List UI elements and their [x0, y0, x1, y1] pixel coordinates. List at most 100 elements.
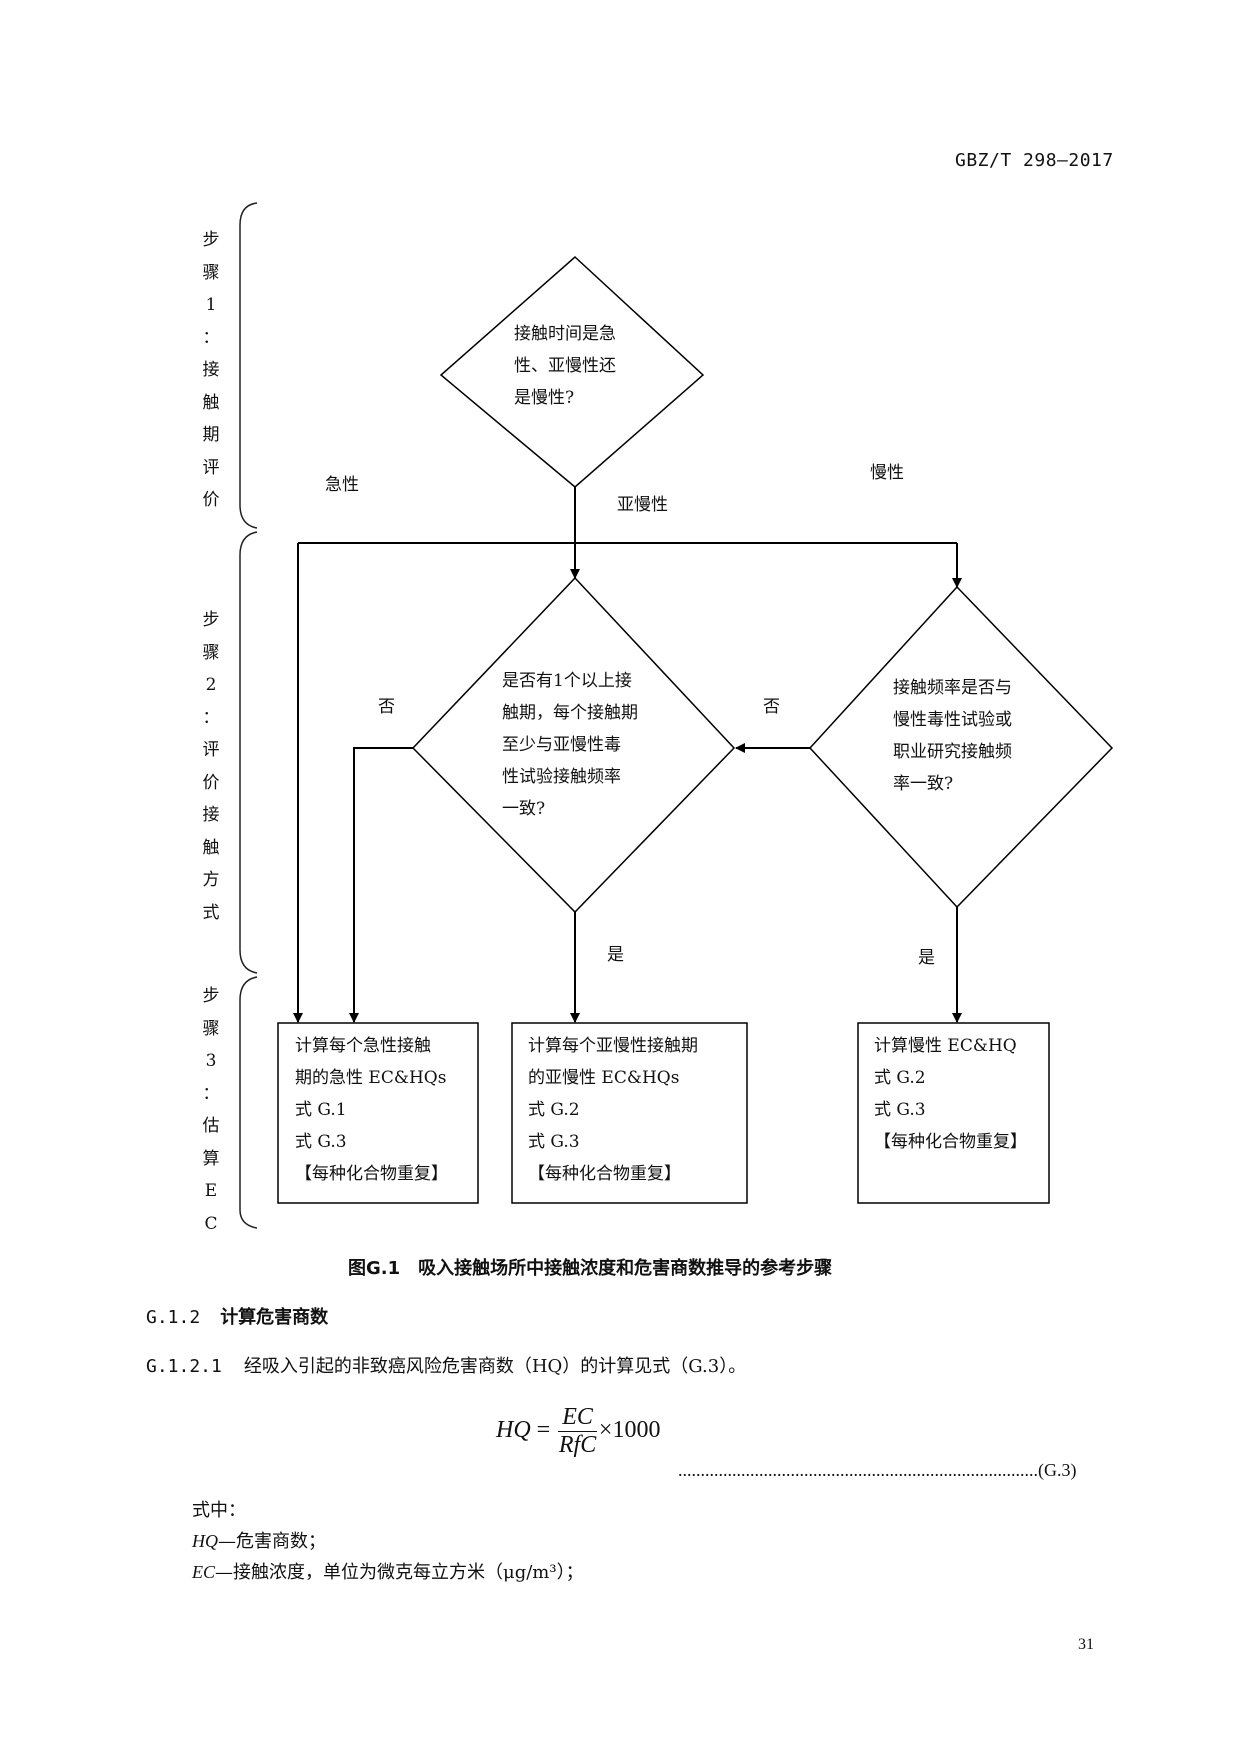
decision-line: 一致?	[502, 799, 546, 819]
step-char: 方	[202, 870, 220, 890]
step-2-label: 步 骤 2 ： 评 价 接 触 方 式	[196, 604, 226, 929]
box-line: 【每种化合物重复】	[295, 1164, 448, 1184]
step-char: 骤	[202, 642, 220, 663]
decision-line: 至少与亚慢性毒	[502, 735, 621, 755]
step-char: 评	[202, 457, 220, 478]
page-number: 31	[1078, 1636, 1094, 1653]
box-subchronic	[511, 1022, 748, 1204]
formula-label-line: ........................................…	[678, 1460, 1077, 1481]
decision-line: 职业研究接触频	[893, 742, 1012, 762]
step-char: ：	[202, 707, 220, 728]
formula-numerator: EC	[558, 1404, 597, 1432]
label-subchronic: 亚慢性	[617, 495, 668, 515]
step-char: 接	[202, 360, 220, 380]
where-symbol: EC	[192, 1562, 216, 1582]
formula-denominator: RfC	[558, 1432, 597, 1458]
decision-line: 率一致?	[893, 774, 954, 794]
brace-step1	[239, 202, 258, 529]
figure-caption: 图G.1 吸入接触场所中接触浓度和危害商数推导的参考步骤	[348, 1258, 833, 1279]
step-char: 1	[205, 295, 217, 315]
box-line: 【每种化合物重复】	[528, 1164, 681, 1184]
box-line: 计算慢性 EC&HQ	[874, 1036, 1017, 1056]
step-char: 触	[202, 392, 220, 413]
step-char: 价	[202, 490, 220, 510]
label-yes-right: 是	[918, 948, 935, 968]
step-char: 接	[202, 805, 220, 825]
section-heading: G.1.2 计算危害商数	[146, 1303, 328, 1329]
brace-step3	[239, 976, 258, 1229]
section-title: 计算危害商数	[220, 1307, 329, 1328]
paragraph: G.1.2.1 经吸入引起的非致癌风险危害商数（HQ）的计算见式（G.3）。	[146, 1352, 746, 1378]
decision-line: 触期，每个接触期	[502, 703, 638, 723]
label-chronic: 慢性	[870, 463, 904, 483]
step-3-label: 步 骤 3 ： 估 算 E C	[196, 980, 226, 1240]
label-no-left: 否	[378, 697, 395, 717]
decision-line: 接触频率是否与	[893, 678, 1012, 698]
step-char: E	[204, 1181, 218, 1201]
box-line: 式 G.3	[874, 1100, 926, 1120]
step-char: 步	[202, 986, 220, 1006]
paragraph-text: 经吸入引起的非致癌风险危害商数（HQ）的计算见式（G.3）。	[243, 1356, 747, 1377]
step-char: C	[204, 1213, 218, 1234]
decision-line: 是否有1个以上接	[502, 671, 632, 691]
formula-fraction: EC RfC	[558, 1404, 597, 1459]
box-line: 式 G.3	[295, 1132, 347, 1152]
box-acute-text: 计算每个急性接触 期的急性 EC&HQs 式 G.1 式 G.3 【每种化合物重…	[295, 1030, 448, 1190]
box-line: 计算每个急性接触	[295, 1036, 431, 1056]
box-line: 式 G.2	[874, 1068, 926, 1088]
where-item: EC—接触浓度，单位为微克每立方米（μg/m³）；	[192, 1557, 584, 1588]
box-chronic-text: 计算慢性 EC&HQ 式 G.2 式 G.3 【每种化合物重复】	[874, 1030, 1027, 1158]
box-line: 的亚慢性 EC&HQs	[528, 1068, 680, 1088]
decision-1-text: 接触时间是急 性、亚慢性还 是慢性?	[514, 318, 616, 414]
box-line: 式 G.2	[528, 1100, 580, 1120]
formula-times: ×	[598, 1417, 613, 1444]
label-acute: 急性	[325, 475, 359, 495]
paragraph-number: G.1.2.1	[146, 1356, 222, 1377]
brace-step2	[239, 531, 258, 974]
where-symbol: HQ	[192, 1531, 218, 1551]
box-subchronic-text: 计算每个亚慢性接触期 的亚慢性 EC&HQs 式 G.2 式 G.3 【每种化合…	[528, 1030, 698, 1190]
where-item: HQ—危害商数；	[192, 1526, 584, 1557]
formula-label: (G.3)	[1038, 1460, 1077, 1480]
box-line: 期的急性 EC&HQs	[295, 1068, 447, 1088]
step-char: 步	[202, 610, 220, 630]
box-chronic	[857, 1022, 1050, 1204]
formula-leader-dots: ........................................…	[678, 1460, 1038, 1480]
box-line: 计算每个亚慢性接触期	[528, 1036, 698, 1056]
step-char: 价	[202, 772, 220, 793]
box-acute	[277, 1022, 479, 1204]
standard-code: GBZ/T 298—2017	[955, 150, 1114, 171]
step-1-label: 步 骤 1 ： 接 触 期 评 价	[196, 224, 226, 517]
step-char: 3	[205, 1051, 217, 1071]
formula-g3: HQ = EC RfC ×1000	[496, 1404, 660, 1459]
decision-line: 接触时间是急	[514, 324, 616, 344]
step-char: 式	[202, 902, 220, 923]
step-char: ：	[202, 327, 220, 348]
where-intro: 式中：	[192, 1500, 246, 1521]
decision-line: 是慢性?	[514, 388, 575, 408]
step-char: ：	[202, 1083, 220, 1104]
formula-factor: 1000	[612, 1417, 661, 1444]
label-yes-mid: 是	[607, 945, 624, 965]
decision-line: 性试验接触频率	[502, 767, 621, 787]
decision-2-text: 是否有1个以上接 触期，每个接触期 至少与亚慢性毒 性试验接触频率 一致?	[502, 665, 638, 825]
step-char: 算	[202, 1148, 220, 1169]
step-char: 期	[202, 425, 220, 445]
formula-where: 式中： HQ—危害商数； EC—接触浓度，单位为微克每立方米（μg/m³）；	[192, 1496, 584, 1588]
step-char: 评	[202, 740, 220, 760]
where-desc: —接触浓度，单位为微克每立方米（μg/m³）；	[215, 1562, 584, 1583]
step-char: 骤	[202, 262, 220, 283]
decision-3-text: 接触频率是否与 慢性毒性试验或 职业研究接触频 率一致?	[893, 672, 1012, 800]
formula-equals: =	[536, 1417, 551, 1444]
step-char: 2	[205, 675, 217, 695]
step-char: 骤	[202, 1018, 220, 1039]
box-line: 【每种化合物重复】	[874, 1132, 1027, 1152]
decision-line: 性、亚慢性还	[514, 356, 616, 376]
where-desc: —危害商数；	[218, 1531, 326, 1552]
step-char: 触	[202, 837, 220, 858]
arrow-no-left	[349, 747, 413, 1023]
decision-line: 慢性毒性试验或	[893, 710, 1012, 730]
step-char: 估	[202, 1116, 220, 1136]
section-number: G.1.2	[146, 1307, 201, 1328]
